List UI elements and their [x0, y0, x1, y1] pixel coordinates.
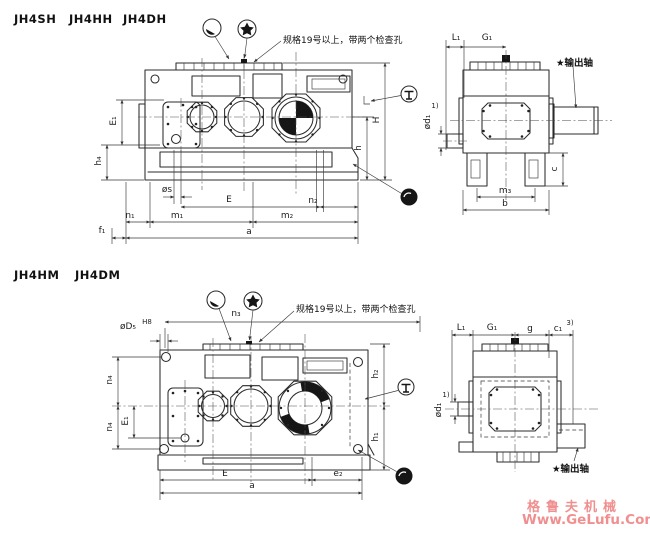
top-callouts [202, 18, 418, 206]
oil-level-plug-callout-icon [364, 378, 415, 400]
dim-label-L1: L₁ [451, 33, 461, 43]
model-label-jh4dm: JH4DM [75, 268, 121, 282]
inspection-hole-note: 规格19号以上，带两个检查孔 [296, 305, 416, 315]
dim-label-a: a [246, 227, 252, 237]
model-label-jh4hh: JH4HH [69, 12, 113, 26]
top-front-view [138, 52, 368, 212]
dim-label-m3: m₃ [498, 186, 512, 196]
dim-label-E: E [226, 195, 232, 205]
dim-label-phid1: ød₁ [434, 402, 444, 418]
dim-footnote-3: 3) [566, 319, 574, 327]
dim-label-g: g [527, 324, 533, 334]
bottom-side-view [445, 332, 600, 472]
dim-label-m1: m₁ [170, 211, 184, 221]
dim-label-h2: h₂ [371, 369, 381, 379]
model-label-jh4hm: JH4HM [14, 268, 60, 282]
oil-level-plug-callout-icon [363, 85, 418, 105]
dim-label-f1: f₁ [98, 226, 106, 236]
top-side-view [443, 50, 612, 200]
dim-label-a: a [249, 481, 255, 491]
dim-footnote-1: 1) [431, 102, 439, 110]
top-side-dimensions [438, 40, 578, 215]
dim-label-b: b [502, 199, 508, 209]
vent-plug-callout-icon [202, 18, 230, 60]
output-shaft-label: ★输出轴 [556, 58, 594, 69]
dim-label-n4-top: n₄ [105, 375, 115, 385]
dim-label-n3: n₃ [231, 309, 241, 319]
bottom-front-dimensions [112, 316, 421, 500]
dim-label-G1: G₁ [486, 323, 498, 333]
dim-label-L1: L₁ [456, 323, 466, 333]
dim-label-E: E [222, 469, 228, 479]
model-label-jh4sh: JH4SH [14, 12, 57, 26]
dim-label-e2: e₂ [333, 469, 343, 479]
dim-label-n4-bottom: n₄ [105, 422, 115, 432]
dim-tolerance-H8: H8 [142, 318, 152, 326]
model-label-jh4dh: JH4DH [123, 12, 167, 26]
bottom-side-dimensions [450, 330, 579, 462]
oil-drain-plug-callout-icon [352, 163, 418, 206]
dim-label-n2: n₂ [308, 196, 318, 206]
vent-plug-callout-icon [206, 290, 232, 342]
dim-footnote-1: 1) [442, 391, 450, 399]
dim-label-phis: øs [161, 185, 173, 195]
watermark-brand: 格鲁夫机械 [527, 500, 623, 515]
inspection-plug-callout-icon [243, 291, 263, 345]
dim-label-H: H [372, 116, 382, 124]
dim-label-h1: h₁ [371, 432, 381, 442]
dim-label-c: c [550, 166, 560, 172]
oil-drain-plug-callout-icon [357, 449, 413, 485]
dim-label-m2: m₂ [280, 211, 294, 221]
dim-label-G1: G₁ [481, 33, 493, 43]
dim-label-h: h [354, 145, 364, 151]
dim-label-phid1: ød₁ [423, 114, 433, 130]
bottom-front-view [112, 334, 390, 484]
dim-label-E1: E₁ [121, 416, 131, 426]
dim-label-c1: c₁ [553, 324, 563, 334]
dim-label-phiD5: øD₅ [120, 322, 137, 332]
bottom-callouts [206, 290, 415, 485]
top-front-dimensions [101, 62, 392, 244]
output-shaft-label: ★输出轴 [552, 464, 590, 475]
inspection-plug-callout-icon [237, 19, 257, 63]
dim-label-n1: n₁ [125, 211, 135, 221]
watermark-url: Www.GeLufu.Com [522, 512, 650, 528]
dim-label-E1: E₁ [109, 116, 119, 126]
inspection-hole-note: 规格19号以上，带两个检查孔 [283, 36, 403, 46]
dim-label-h4: h₄ [94, 156, 104, 166]
